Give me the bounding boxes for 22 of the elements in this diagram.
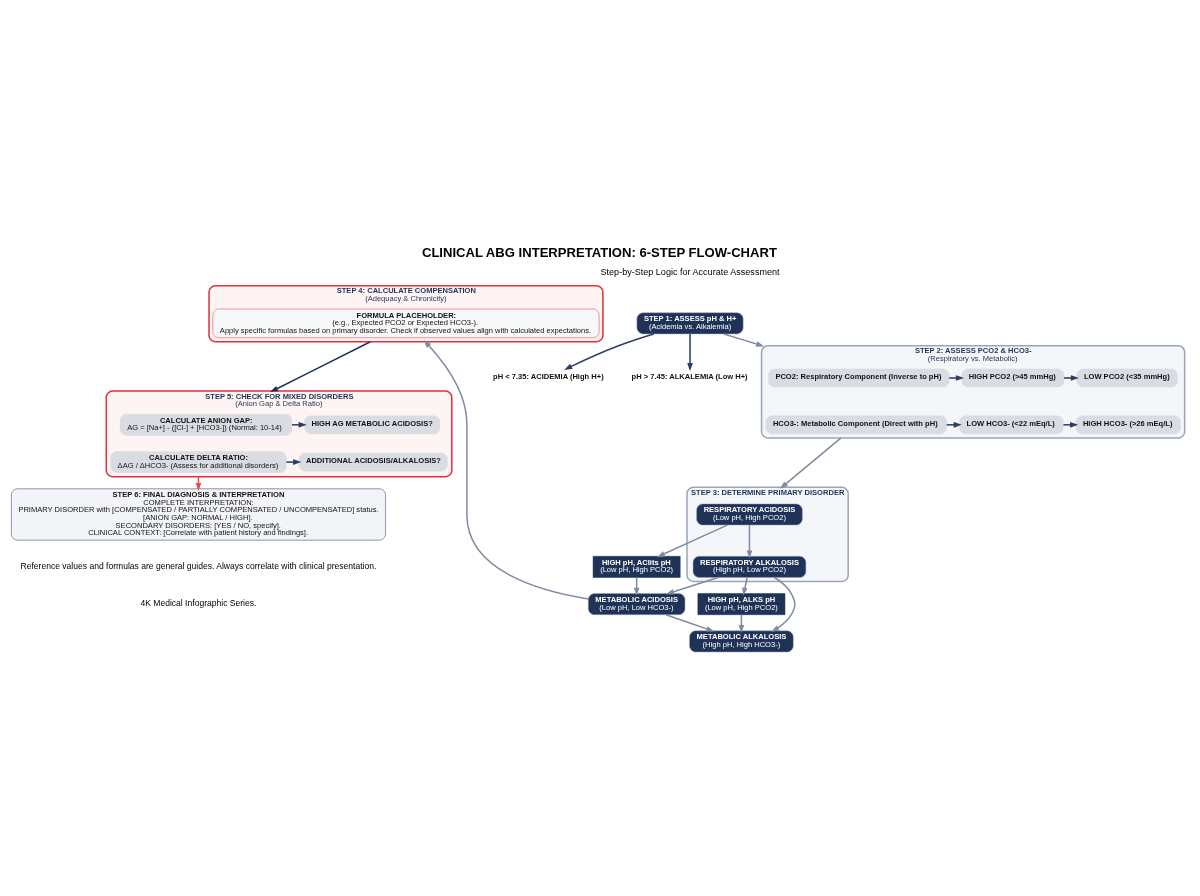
- label: 4K Medical Infographic Series.: [140, 597, 257, 608]
- arrow: [665, 613, 715, 632]
- arrow: [945, 421, 962, 428]
- arrow: [665, 576, 719, 594]
- diagram-title: CLINICAL ABG INTERPRETATION: 6-STEP FLOW-CHART: [421, 244, 777, 260]
- arrow: [270, 340, 372, 392]
- arrow: [771, 576, 796, 632]
- arrow: [656, 523, 729, 557]
- arrow: [779, 436, 842, 489]
- arrow: [723, 332, 765, 347]
- arrow: [1063, 374, 1079, 381]
- arrow: [687, 332, 693, 371]
- arrow: [948, 374, 964, 381]
- arrow: [291, 421, 307, 428]
- label: Step-by-Step Logic for Accurate Assessment: [600, 266, 780, 277]
- arrow: [285, 458, 302, 465]
- arrow: [423, 339, 589, 600]
- arrow: [1062, 421, 1079, 428]
- arrow: [742, 576, 748, 596]
- arrow: [746, 523, 753, 558]
- label: Reference values and formulas are general guides. Always correlate with clinical presentation.: [20, 560, 377, 571]
- arrow: [564, 332, 655, 370]
